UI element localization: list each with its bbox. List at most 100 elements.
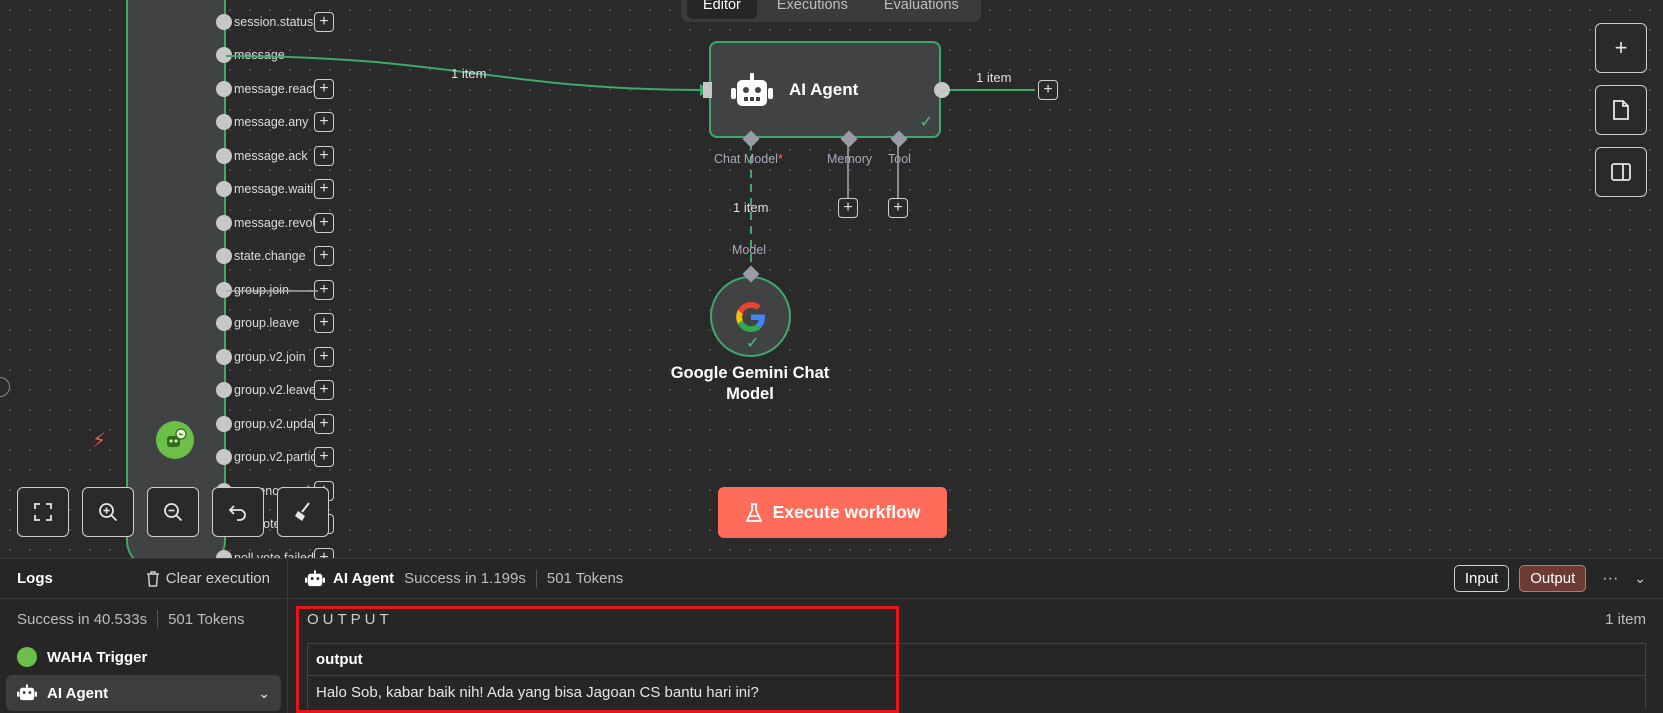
add-node-button[interactable]: +	[1595, 23, 1647, 73]
agent-input-port[interactable]	[703, 82, 712, 98]
undo-icon	[228, 505, 246, 521]
output-section-label: OUTPUT	[307, 611, 393, 628]
collapse-chevron-icon[interactable]: ⌄	[1634, 570, 1646, 586]
add-node-after-output-button[interactable]: +	[314, 112, 334, 132]
log-item-label: AI Agent	[47, 684, 109, 702]
add-node-after-output-button[interactable]: +	[314, 146, 334, 166]
add-node-after-output-button[interactable]: +	[314, 280, 334, 300]
add-node-after-output-button[interactable]: +	[314, 380, 334, 400]
add-node-after-output-button[interactable]: +	[314, 447, 334, 467]
trigger-output-row: message.ack+	[216, 145, 334, 167]
sticky-note-button[interactable]	[1595, 85, 1647, 135]
waha-trigger-node[interactable]	[126, 0, 226, 558]
gemini-node-title: Google Gemini Chat Model	[670, 364, 830, 403]
note-icon	[1613, 100, 1629, 120]
execute-workflow-button[interactable]: Execute workflow	[718, 487, 947, 538]
edge-label-model: 1 item	[733, 200, 769, 215]
add-tool-button[interactable]: +	[888, 198, 908, 218]
output-port[interactable]	[216, 349, 232, 365]
waha-icon	[17, 647, 37, 667]
add-node-after-output-button[interactable]: +	[314, 347, 334, 367]
zoom-in-button[interactable]	[82, 487, 134, 537]
tab-editor[interactable]: Editor	[687, 0, 757, 19]
ai-agent-node[interactable]: AI Agent ✓	[709, 41, 941, 138]
output-port[interactable]	[216, 215, 232, 231]
fit-view-button[interactable]	[17, 487, 69, 537]
output-port[interactable]	[216, 282, 232, 298]
edge-label-message: 1 item	[451, 66, 487, 81]
output-port[interactable]	[216, 114, 232, 130]
more-options-icon[interactable]: ···	[1602, 569, 1619, 587]
output-port[interactable]	[216, 181, 232, 197]
trigger-output-row: group.v2.join +	[216, 346, 334, 368]
logs-panel: Logs Clear execution Success in 40.533s …	[0, 558, 1663, 713]
add-node-after-output-button[interactable]: +	[314, 313, 334, 333]
add-node-after-output-button[interactable]: +	[314, 12, 334, 32]
add-memory-button[interactable]: +	[838, 198, 858, 218]
output-port[interactable]	[216, 416, 232, 432]
trigger-output-row: state.change+	[216, 245, 334, 267]
add-node-after-output-button[interactable]: +	[314, 213, 334, 233]
output-column-header: output	[308, 644, 1645, 676]
input-toggle-button[interactable]: Input	[1453, 565, 1510, 592]
add-node-after-output-button[interactable]: +	[314, 246, 334, 266]
add-node-after-output-button[interactable]: +	[314, 179, 334, 199]
output-port-label: message.revoked	[234, 216, 314, 230]
zoom-out-button[interactable]	[147, 487, 199, 537]
output-port-label: group.v2.participants	[234, 450, 314, 464]
connections	[225, 55, 1035, 292]
right-toolbar: +	[1595, 23, 1647, 197]
ai-agent-title: AI Agent	[789, 80, 859, 99]
detail-header: AI Agent Success in 1.199s 501 Tokens In…	[289, 559, 1663, 599]
fullscreen-icon	[34, 503, 52, 521]
trigger-output-row: message.reaction+	[216, 78, 334, 100]
output-port[interactable]	[216, 248, 232, 264]
output-port-label: message.reaction	[234, 82, 314, 96]
output-table: output Halo Sob, kabar baik nih! Ada yan…	[307, 643, 1646, 709]
log-item-label: WAHA Trigger	[47, 648, 148, 666]
output-toggle-button[interactable]: Output	[1519, 565, 1587, 592]
output-port[interactable]	[216, 449, 232, 465]
add-after-agent-button[interactable]: +	[1038, 80, 1058, 100]
robot-icon	[731, 73, 773, 114]
view-tabs: Editor Executions Evaluations	[681, 0, 981, 22]
output-port-label: group.v2.join	[234, 350, 306, 364]
detail-title: AI Agent	[333, 570, 395, 587]
add-node-after-output-button[interactable]: +	[314, 414, 334, 434]
tab-evaluations[interactable]: Evaluations	[883, 0, 959, 13]
tidy-up-button[interactable]	[277, 487, 329, 537]
broom-icon	[295, 502, 310, 521]
agent-output-port[interactable]	[934, 82, 950, 98]
output-port[interactable]	[216, 382, 232, 398]
add-node-after-output-button[interactable]: +	[314, 79, 334, 99]
toggle-panel-button[interactable]	[1595, 147, 1647, 197]
clear-execution-button[interactable]: Clear execution	[146, 570, 270, 587]
output-port[interactable]	[216, 81, 232, 97]
output-port[interactable]	[216, 148, 232, 164]
undo-button[interactable]	[212, 487, 264, 537]
output-port-label: poll.vote.failed	[234, 551, 314, 558]
detail-status: Success in 1.199s	[404, 570, 526, 587]
gemini-success-check-icon: ✓	[746, 335, 760, 352]
output-port-label: group.leave	[234, 316, 300, 330]
success-check-icon: ✓	[919, 114, 933, 131]
output-port-label: message.any	[234, 115, 309, 129]
output-port[interactable]	[216, 315, 232, 331]
output-port[interactable]	[216, 47, 232, 63]
logs-sidebar: Logs Clear execution Success in 40.533s …	[0, 559, 288, 713]
logs-summary-tokens: 501 Tokens	[168, 610, 245, 628]
log-item-waha-trigger[interactable]: WAHA Trigger	[0, 639, 287, 675]
chevron-down-icon[interactable]: ⌄	[258, 684, 270, 701]
tab-executions[interactable]: Executions	[776, 0, 848, 13]
gemini-chat-model-node[interactable]: ✓	[710, 276, 791, 357]
edge-label-agent-out: 1 item	[976, 70, 1012, 85]
output-port[interactable]	[216, 550, 232, 558]
add-node-after-output-button[interactable]: +	[314, 548, 334, 558]
log-item-ai-agent[interactable]: AI Agent ⌄	[6, 675, 281, 711]
output-port-label: group.join	[234, 283, 289, 297]
workflow-canvas[interactable]: ⚡ session.status+messagemessage.reaction…	[0, 0, 1663, 558]
trigger-output-row: message.waiting+	[216, 178, 334, 200]
chat-model-label: Chat Model*	[714, 152, 783, 166]
output-value-cell[interactable]: Halo Sob, kabar baik nih! Ada yang bisa …	[316, 684, 759, 701]
output-port[interactable]	[216, 14, 232, 30]
